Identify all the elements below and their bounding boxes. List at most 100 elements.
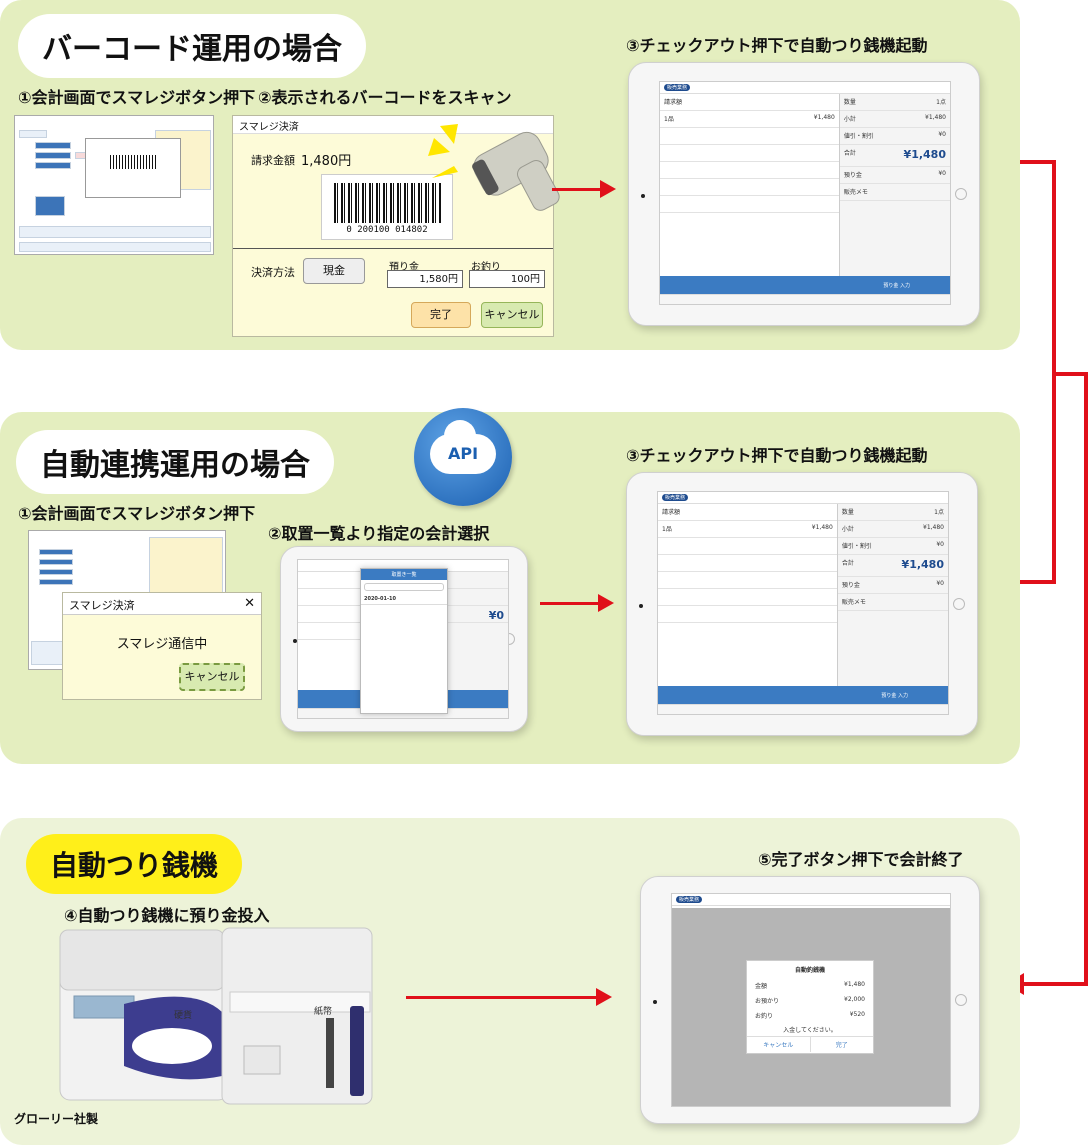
auto-step1: ①会計画面でスマレジボタン押下 [18, 504, 256, 523]
bill-label: 請求額 [664, 99, 683, 106]
amount-row-value: ¥1,480 [844, 981, 865, 988]
modal-cancel-button[interactable]: キャンセル [747, 1037, 811, 1052]
comm-cancel-button[interactable]: キャンセル [179, 663, 245, 691]
qty-value-2: 1点 [934, 509, 944, 516]
discount-label-2: 値引・割引 [841, 543, 872, 550]
cash-button[interactable]: 現金 [303, 258, 365, 284]
change-machine-modal: 自動釣銭機 金額 ¥1,480 お預かり ¥2,000 お釣り ¥520 入金してくだ… [746, 960, 874, 1054]
complete-button[interactable]: 完了 [411, 302, 471, 328]
arrow-scan-to-ipad [552, 180, 616, 198]
change-label: お釣り [471, 262, 501, 273]
qty-value: 1点 [936, 99, 946, 106]
modal-complete-button[interactable]: 完了 [835, 1042, 848, 1049]
checkout-bar[interactable]: 預り金 入力 [660, 276, 950, 294]
total-label-2: 合計 [841, 560, 854, 567]
connector-vertical-lower [1084, 372, 1088, 986]
hold-list-header: 取置き一覧 [361, 569, 447, 580]
connector-join [1056, 372, 1088, 376]
change-field: 100円 [469, 270, 545, 288]
barcode-step2: ②表示されるバーコードをスキャン [258, 88, 512, 107]
auto-step2: ②取置一覧より指定の会計選択 [268, 524, 490, 543]
discount-value: ¥0 [938, 131, 946, 138]
total-value: ¥1,480 [903, 148, 946, 161]
arrow-machine-to-ipad [406, 988, 612, 1006]
comm-dialog-title: スマレジ決済 [63, 593, 261, 615]
machine-step5: ⑤完了ボタン押下で会計終了 [758, 850, 964, 869]
amount-value: 1,480円 [301, 154, 352, 169]
amount-row-label: 金額 [755, 983, 768, 990]
deposit-value: ¥0 [938, 170, 946, 177]
subtotal-label: 小計 [843, 116, 856, 123]
change-row-label: お釣り [755, 1013, 774, 1020]
tab-label-2: 販売業務 [662, 494, 689, 501]
cancel-button[interactable]: キャンセル [481, 302, 543, 328]
discount-value-2: ¥0 [936, 541, 944, 548]
deposit-value-2: ¥0 [936, 580, 944, 587]
modal-prompt: 入金してください。 [783, 1027, 837, 1034]
barcode-image: 0 200100 014802 [321, 174, 453, 240]
tab-label: 販売業務 [664, 84, 691, 91]
checkout-bar-2[interactable]: 預り金 入力 [658, 686, 948, 704]
checkout-label-2: 預り金 入力 [881, 693, 908, 699]
hold-list-modal: 取置き一覧 2020-01-10 [360, 568, 448, 714]
memo-label: 販売メモ [843, 189, 868, 196]
ipad-hold-list: ¥0 取置き一覧 2020-01-10 [280, 546, 528, 732]
deposit-label: 預り金 [843, 172, 862, 179]
deposit-input[interactable]: 1,580円 [387, 270, 463, 288]
payment-method-label: 決済方法 [251, 266, 295, 279]
coin-label: 硬貨 [174, 1009, 192, 1021]
connector-vertical-upper [1052, 160, 1056, 584]
received-row-value: ¥2,000 [844, 996, 865, 1003]
machine-section-title: 自動つり銭機 [26, 834, 243, 894]
arrow-to-final-ipad [1006, 973, 1088, 995]
maker-label: グローリー社製 [14, 1112, 99, 1126]
memo-label-2: 販売メモ [841, 599, 866, 606]
change-row-value: ¥520 [849, 1011, 865, 1018]
barcode-section-title: バーコード運用の場合 [18, 14, 366, 78]
auto-step3: ③チェックアウト押下で自動つり銭機起動 [626, 446, 928, 465]
item-label-2: 1品 [662, 526, 672, 533]
api-label: API [447, 444, 479, 463]
change-machine-image: 硬貨 紙幣 [59, 927, 373, 1105]
barcode-digits: 0 200100 014802 [346, 225, 428, 235]
auto-section-title: 自動連携運用の場合 [16, 430, 334, 494]
item-label: 1品 [664, 116, 674, 123]
connector-mid [1020, 580, 1056, 584]
checkout-label: 預り金 入力 [883, 283, 910, 289]
barcode-scanner-icon [428, 124, 560, 211]
total-value-2: ¥1,480 [901, 558, 944, 571]
machine-step4: ④自動つり銭機に預り金投入 [64, 906, 270, 925]
received-row-label: お預かり [755, 998, 780, 1005]
amount-label: 請求金額 [251, 154, 295, 167]
subtotal-value: ¥1,480 [925, 114, 946, 121]
comm-message: スマレジ通信中 [116, 637, 208, 652]
tab-label-3: 販売業務 [676, 896, 703, 903]
ipad-change-machine: 販売業務 自動釣銭機 金額 ¥1,480 お預かり ¥2,000 お釣り ¥520 入… [640, 876, 980, 1124]
smaregi-comm-dialog: スマレジ決済 ✕ スマレジ通信中 キャンセル [62, 592, 262, 700]
connector-top [1020, 160, 1056, 164]
modal-title: 自動釣銭機 [794, 967, 825, 974]
deposit-label-2: 預り金 [841, 582, 860, 589]
dialog-title: スマレジ決済 [233, 116, 553, 134]
deposit-label: 預り金 [389, 262, 419, 273]
api-cloud-icon: API [414, 408, 512, 506]
discount-label: 値引・割引 [843, 133, 874, 140]
hold-list-item[interactable]: 2020-01-10 [361, 594, 447, 605]
pos-screen-thumbnail [14, 115, 214, 255]
subtotal-label-2: 小計 [841, 526, 854, 533]
item-price-2: ¥1,480 [811, 524, 833, 531]
total-label: 合計 [843, 150, 856, 157]
bill-label: 紙幣 [314, 1005, 332, 1017]
qty-label-2: 数量 [841, 509, 854, 516]
barcode-step1: ①会計画面でスマレジボタン押下 [18, 88, 256, 107]
hold-total: ¥0 [488, 609, 504, 622]
barcode-step3: ③チェックアウト押下で自動つり銭機起動 [626, 36, 928, 55]
bill-label-2: 請求額 [662, 509, 681, 516]
item-price: ¥1,480 [813, 114, 835, 121]
arrow-hold-to-ipad [540, 594, 614, 612]
qty-label: 数量 [843, 99, 856, 106]
subtotal-value-2: ¥1,480 [923, 524, 944, 531]
close-icon[interactable]: ✕ [244, 596, 255, 611]
